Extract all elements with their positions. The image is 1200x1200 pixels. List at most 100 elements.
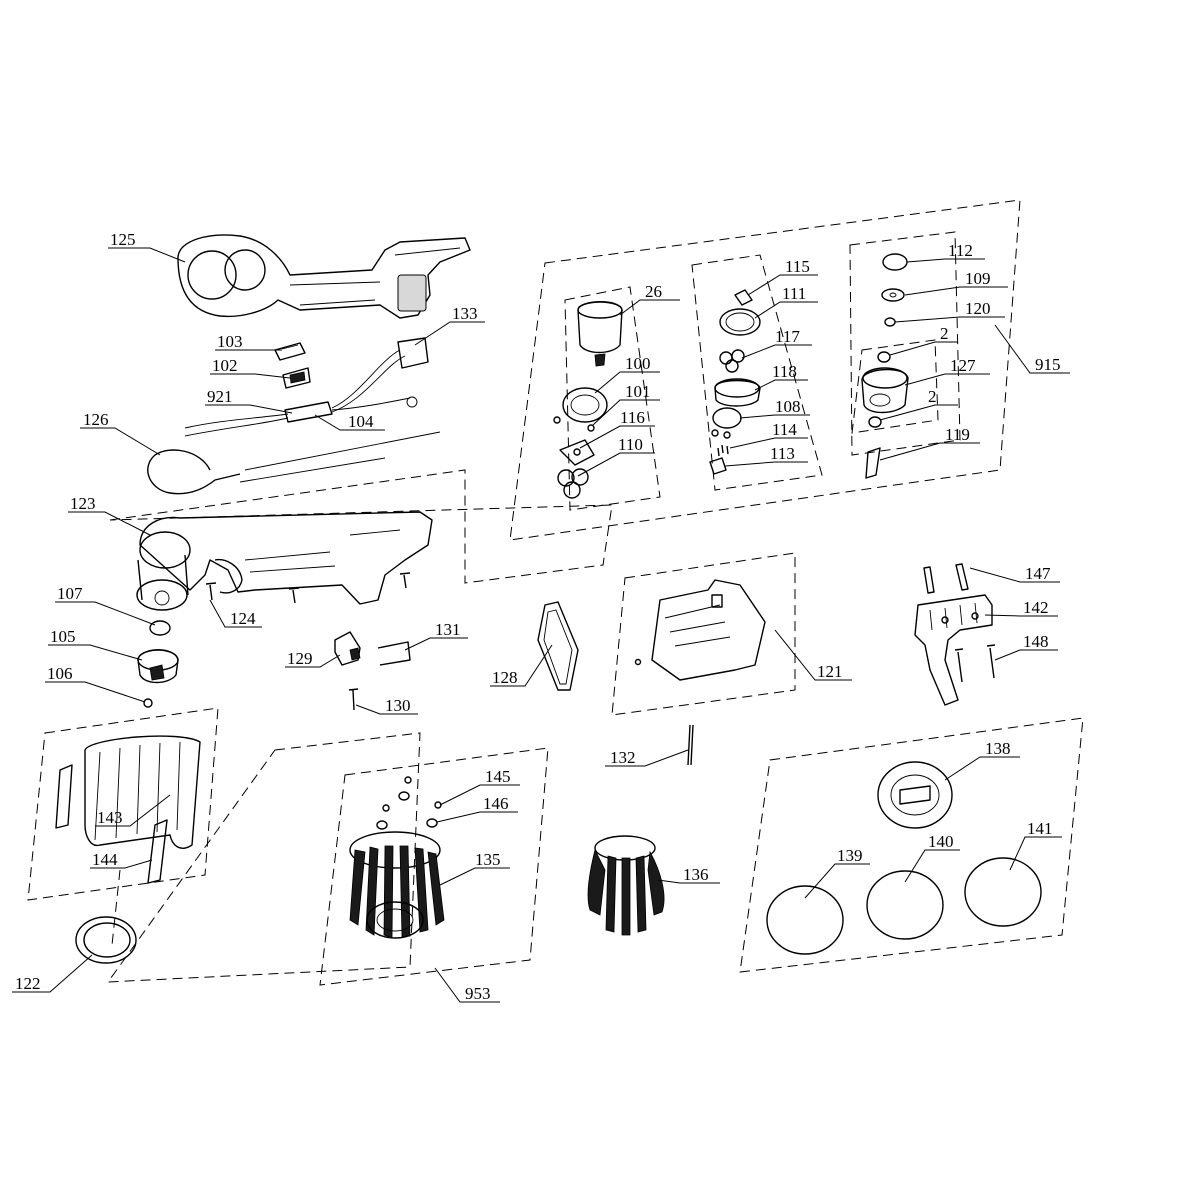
label-108: 108	[775, 397, 801, 416]
label-118: 118	[772, 362, 797, 381]
label-146: 146	[483, 794, 509, 813]
leader-133	[414, 321, 485, 346]
disc-139	[766, 885, 844, 955]
label-123: 123	[70, 494, 96, 513]
leader-953	[434, 967, 500, 1003]
leader-140	[904, 849, 960, 883]
spring-clip-131	[377, 641, 411, 666]
leader-143	[95, 794, 171, 827]
group-135-boundary	[319, 747, 549, 986]
group-127-boundary	[849, 231, 961, 456]
leader-147	[969, 567, 1060, 583]
label-145: 145	[485, 767, 511, 786]
leader-118	[754, 379, 808, 391]
leader-129	[285, 654, 341, 668]
ring-gear-118	[714, 378, 761, 407]
leader-120	[894, 316, 1005, 323]
leader-110	[577, 452, 655, 477]
gears-110	[557, 468, 589, 499]
label-143: 143	[97, 808, 123, 827]
leader-131	[404, 637, 468, 651]
pin-130	[348, 688, 359, 711]
leader-116	[579, 425, 655, 449]
leader-100	[594, 371, 660, 394]
axis-line-143	[111, 869, 121, 946]
label-131: 131	[435, 620, 461, 639]
callout-labels: 125 103 102 921 104 133 126 123 124 107 …	[15, 230, 1061, 1003]
part-113	[709, 457, 727, 475]
leader-26	[619, 299, 680, 316]
label-138: 138	[985, 739, 1011, 758]
brush-136	[587, 835, 665, 936]
leader-114	[729, 437, 808, 449]
label-104: 104	[348, 412, 374, 431]
label-128: 128	[492, 668, 518, 687]
leader-lines	[12, 247, 1070, 1003]
cap-112	[882, 253, 908, 271]
disc-141	[964, 857, 1042, 927]
label-120: 120	[965, 299, 991, 318]
part-drawings	[55, 234, 1042, 964]
group-111-boundary	[691, 254, 823, 491]
leader-117	[741, 344, 812, 359]
pin-132	[687, 724, 694, 766]
group-915-boundary	[509, 199, 1021, 541]
label-129: 129	[287, 649, 313, 668]
label-26: 26	[645, 282, 662, 301]
gear-housing-127	[861, 367, 909, 414]
leader-135	[439, 867, 510, 886]
label-142: 142	[1023, 598, 1049, 617]
washer-107	[149, 620, 171, 636]
label-127: 127	[950, 356, 976, 375]
leader-124	[209, 599, 262, 628]
motor-26	[577, 301, 623, 367]
label-106: 106	[47, 664, 73, 683]
leader-111	[754, 301, 818, 319]
label-112: 112	[948, 241, 973, 260]
label-115: 115	[785, 257, 810, 276]
label-102: 102	[212, 356, 238, 375]
label-116: 116	[620, 408, 645, 427]
leader-107	[55, 601, 156, 626]
leader-112	[906, 258, 985, 263]
leader-136	[657, 879, 720, 884]
motor-housing-123	[136, 511, 433, 611]
group-127-inner-boundary	[851, 339, 939, 434]
handle-boundary	[109, 469, 613, 584]
label-117: 117	[775, 327, 800, 346]
ring-gear-111	[719, 308, 761, 336]
plate-116	[559, 439, 595, 466]
label-953: 953	[465, 984, 491, 1003]
label-147: 147	[1025, 564, 1051, 583]
leader-115	[747, 274, 818, 296]
leader-108	[739, 414, 810, 419]
label-105: 105	[50, 627, 76, 646]
plate-100	[562, 387, 608, 423]
leader-113	[724, 461, 808, 467]
label-141: 141	[1027, 819, 1053, 838]
leader-2-upper	[889, 341, 958, 356]
label-109: 109	[965, 269, 991, 288]
label-126: 126	[83, 410, 109, 429]
label-132: 132	[610, 748, 636, 767]
leader-130	[355, 704, 418, 715]
bearing-2-lower	[868, 416, 882, 428]
leader-119	[879, 442, 980, 461]
gears-117	[719, 349, 745, 373]
leader-145	[439, 784, 520, 806]
clip-129	[334, 631, 361, 666]
bracket-142	[914, 594, 993, 706]
leader-105	[48, 644, 143, 661]
pins-147	[923, 563, 969, 594]
screws-148	[954, 644, 996, 683]
label-2-upper: 2	[940, 324, 949, 343]
switch-103	[274, 342, 306, 361]
leader-144	[90, 859, 153, 869]
leader-104	[314, 414, 385, 431]
gear-108	[711, 407, 742, 439]
label-124: 124	[230, 609, 256, 628]
sleeve-143	[84, 735, 201, 849]
bearing-2-upper	[877, 351, 891, 363]
